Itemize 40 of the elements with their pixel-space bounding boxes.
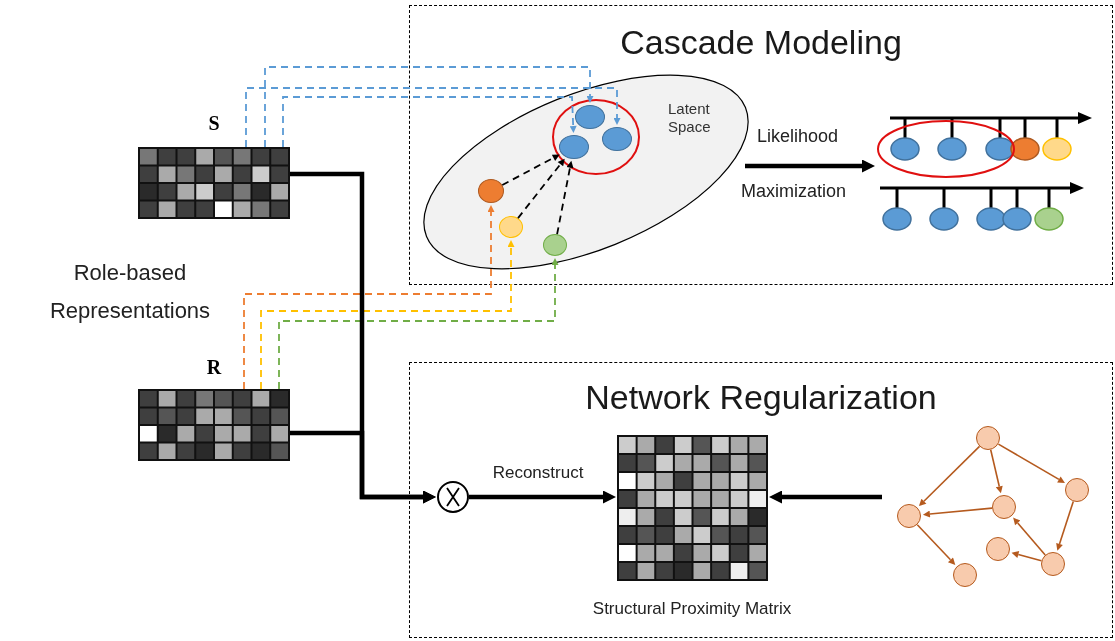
matrix-label: R	[205, 355, 223, 379]
thick-arrow	[745, 159, 875, 173]
thick-arrow	[469, 490, 616, 504]
arrow-label: Maximization	[741, 181, 848, 203]
dashed-arrow	[501, 154, 560, 186]
dashed-arrow	[260, 240, 515, 390]
dashed-panel	[409, 5, 1113, 285]
multiply-operator	[437, 481, 469, 513]
graph-node-circle	[897, 504, 921, 528]
arrow	[918, 445, 981, 507]
matrix-caption: Structural Proximity Matrix	[591, 599, 793, 620]
arrow	[1056, 500, 1075, 551]
panel-title: Cascade Modeling	[619, 22, 903, 63]
arrow	[922, 507, 993, 518]
arrow	[989, 448, 1003, 494]
graph-node-circle	[953, 563, 977, 587]
graph-node-circle	[986, 537, 1010, 561]
dashed-arrow	[278, 258, 559, 390]
thick-arrow	[290, 430, 436, 504]
matrix-label: S	[207, 111, 221, 135]
panel-title: Network Regularization	[584, 377, 938, 418]
graph-node-circle	[1041, 552, 1065, 576]
side-label: Role-based Representations	[48, 259, 212, 325]
arrow	[1013, 517, 1046, 556]
dashed-panel	[409, 362, 1113, 638]
graph-node-circle	[1065, 478, 1089, 502]
arrow	[1011, 551, 1043, 562]
dashed-arrow	[245, 87, 621, 148]
graph-node-circle	[992, 495, 1016, 519]
dashed-arrow	[243, 205, 495, 390]
graph-node-circle	[976, 426, 1000, 450]
arrow	[916, 523, 956, 565]
dashed-arrow	[264, 66, 594, 148]
dashed-arrow	[517, 158, 565, 219]
arrow	[997, 443, 1065, 483]
arrow-label: Likelihood	[757, 126, 840, 148]
thick-arrow	[769, 490, 882, 504]
dashed-arrow	[282, 96, 577, 148]
region-label: Latent Space	[668, 100, 712, 136]
dashed-arrow	[556, 160, 574, 236]
